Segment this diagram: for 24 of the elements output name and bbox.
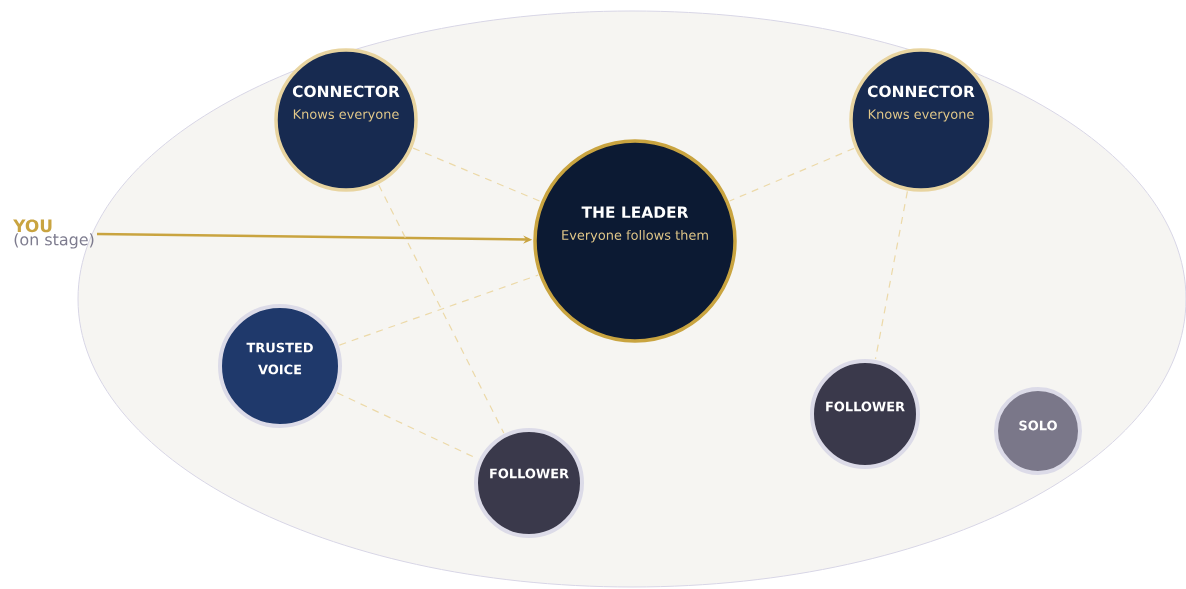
node-title: TRUSTED VOICE — [246, 342, 313, 375]
connector-line — [412, 147, 541, 202]
connector-circle — [849, 48, 993, 192]
node-subtitle: Everyone follows them — [562, 229, 708, 243]
node-title: CONNECTOR — [292, 85, 400, 98]
node-title: SOLO — [1019, 420, 1057, 431]
follower-circle — [474, 428, 584, 538]
solo-circle — [994, 387, 1082, 475]
connector-line — [729, 147, 855, 202]
node-title: CONNECTOR — [867, 85, 975, 98]
connector-line — [378, 184, 505, 434]
connector-line — [338, 274, 539, 346]
trusted-voice-circle — [218, 304, 342, 428]
follower-circle — [810, 359, 920, 469]
stage-note: (on stage) — [14, 233, 94, 249]
node-title: FOLLOWER — [826, 401, 905, 412]
node-subtitle: Knows everyone — [868, 109, 974, 122]
stage-label: YOU — [13, 219, 52, 233]
connector-line — [874, 190, 908, 360]
leader-circle — [533, 139, 737, 343]
node-subtitle: Knows everyone — [293, 109, 399, 122]
node-title: THE LEADER — [581, 206, 689, 218]
connector-circle — [274, 48, 418, 192]
node-title: FOLLOWER — [490, 468, 569, 479]
